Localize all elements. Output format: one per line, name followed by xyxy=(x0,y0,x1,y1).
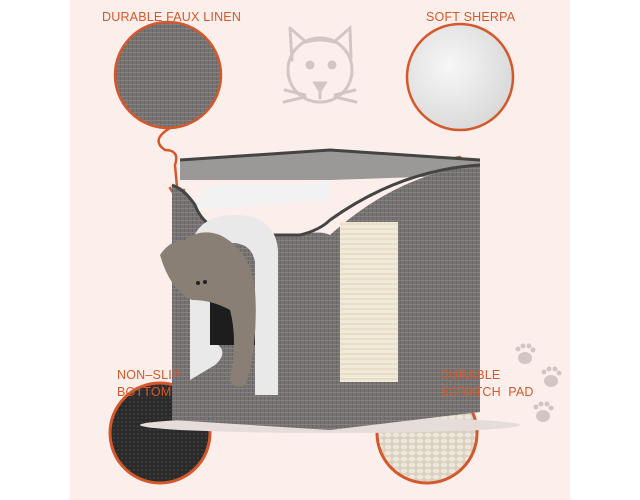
feature-label-bottom-2: BOTTOM xyxy=(117,385,172,399)
feature-label-scratch-1: DURABLE xyxy=(440,368,501,382)
feature-label-bottom-1: NON–SLIP xyxy=(117,368,181,382)
feature-label-sherpa: SOFT SHERPA xyxy=(426,10,516,24)
feature-label-linen: DURABLE FAUX LINEN xyxy=(102,10,242,24)
feature-label-scratch-2: SCRATCH PAD xyxy=(440,385,534,399)
linen-swatch xyxy=(113,20,223,130)
scratch-pad xyxy=(340,222,398,382)
cat-cube-bed xyxy=(140,148,520,433)
sherpa-swatch xyxy=(405,22,515,132)
cat-face-icon xyxy=(282,24,358,104)
paw-print-icons xyxy=(515,343,562,422)
